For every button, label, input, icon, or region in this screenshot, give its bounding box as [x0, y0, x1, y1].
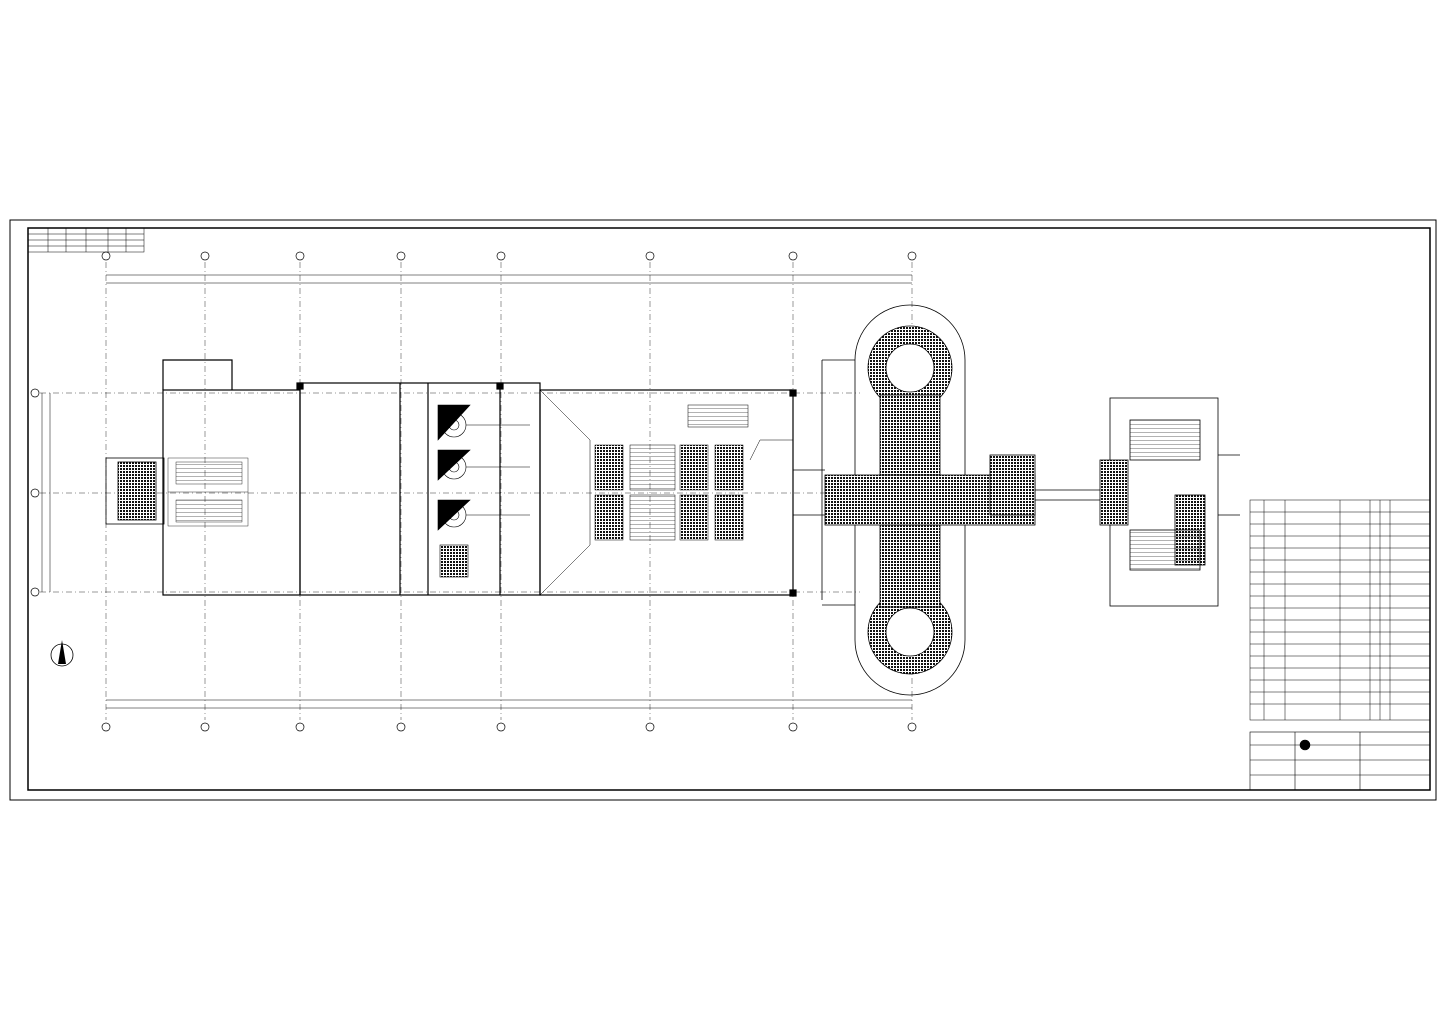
stairs-left: [167, 457, 249, 527]
dimension-lines: [41, 274, 912, 709]
equipment-table: [1249, 499, 1431, 721]
sheet-outer-border: [9, 219, 1437, 801]
building-outline: [162, 359, 797, 597]
filter-units: [539, 389, 793, 596]
axis-grid: [40, 262, 913, 720]
axis-bubble-icon: [101, 251, 111, 261]
title-block: [1249, 731, 1431, 791]
axis-bubbles: [30, 251, 917, 732]
pump-units: [437, 404, 530, 578]
inlet-chamber: [105, 457, 165, 525]
revision-table: [27, 227, 145, 253]
inlet-well: [117, 461, 157, 521]
clarifier-structure: [793, 304, 1036, 696]
right-building: [1035, 397, 1240, 607]
north-arrow-icon: [50, 640, 74, 667]
company-logo: [1299, 739, 1311, 751]
